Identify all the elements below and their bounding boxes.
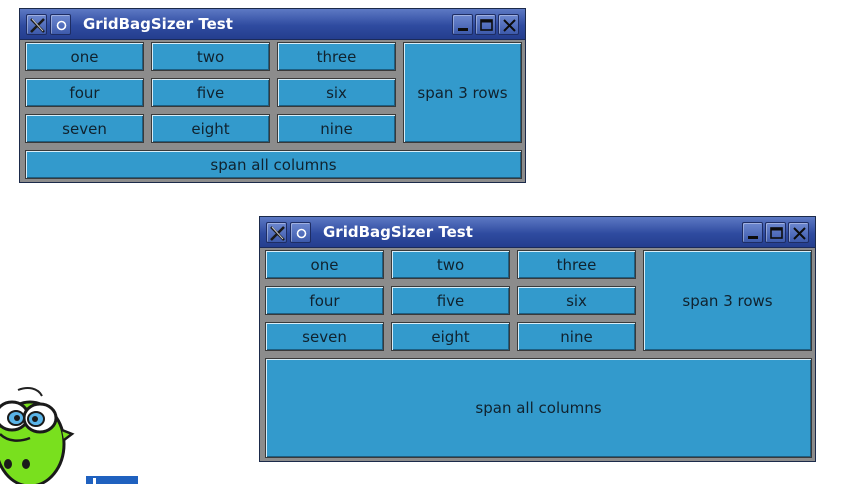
gridbag-window-1: GridBagSizer Test one two three span 3 r…: [19, 8, 526, 183]
pin-icon: [56, 20, 67, 31]
button-seven[interactable]: seven: [25, 114, 144, 143]
minimize-icon: [458, 28, 468, 31]
button-nine[interactable]: nine: [517, 322, 636, 351]
window-title: GridBagSizer Test: [323, 223, 473, 241]
minimize-button[interactable]: [452, 14, 473, 35]
x-menu-icon: [30, 18, 45, 33]
maximize-icon: [770, 227, 783, 239]
button-two[interactable]: two: [391, 250, 510, 279]
pin-icon: [296, 228, 307, 239]
window-pin-button[interactable]: [290, 222, 311, 243]
x-menu-icon: [270, 226, 285, 241]
window-title: GridBagSizer Test: [83, 15, 233, 33]
button-four[interactable]: four: [25, 78, 144, 107]
gridbag-content: one two three span 3 rows four five six …: [264, 250, 812, 458]
button-eight[interactable]: eight: [391, 322, 510, 351]
desktop-badge: [86, 476, 138, 484]
button-three[interactable]: three: [517, 250, 636, 279]
button-span-3-rows[interactable]: span 3 rows: [643, 250, 812, 351]
close-button[interactable]: [788, 222, 809, 243]
button-span-all-columns[interactable]: span all columns: [25, 150, 522, 179]
button-nine[interactable]: nine: [277, 114, 396, 143]
button-five[interactable]: five: [151, 78, 270, 107]
window-menu-button[interactable]: [26, 14, 47, 35]
button-five[interactable]: five: [391, 286, 510, 315]
minimize-icon: [748, 236, 758, 239]
desktop-badge-mark: [93, 478, 96, 484]
close-button[interactable]: [498, 14, 519, 35]
button-one[interactable]: one: [25, 42, 144, 71]
maximize-button[interactable]: [475, 14, 496, 35]
maximize-icon: [480, 19, 493, 31]
window-menu-button[interactable]: [266, 222, 287, 243]
button-one[interactable]: one: [265, 250, 384, 279]
close-icon: [793, 227, 806, 240]
close-icon: [503, 19, 516, 32]
minimize-button[interactable]: [742, 222, 763, 243]
window-titlebar[interactable]: GridBagSizer Test: [20, 9, 525, 40]
button-three[interactable]: three: [277, 42, 396, 71]
window-pin-button[interactable]: [50, 14, 71, 35]
button-span-3-rows[interactable]: span 3 rows: [403, 42, 522, 143]
button-six[interactable]: six: [517, 286, 636, 315]
button-six[interactable]: six: [277, 78, 396, 107]
button-seven[interactable]: seven: [265, 322, 384, 351]
gridbag-content: one two three span 3 rows four five six …: [24, 42, 522, 179]
window-titlebar[interactable]: GridBagSizer Test: [260, 217, 815, 248]
gridbag-window-2: GridBagSizer Test one two three span 3 r…: [259, 216, 816, 462]
button-eight[interactable]: eight: [151, 114, 270, 143]
maximize-button[interactable]: [765, 222, 786, 243]
button-span-all-columns[interactable]: span all columns: [265, 358, 812, 458]
button-two[interactable]: two: [151, 42, 270, 71]
button-four[interactable]: four: [265, 286, 384, 315]
mascot-icon: [0, 387, 75, 484]
